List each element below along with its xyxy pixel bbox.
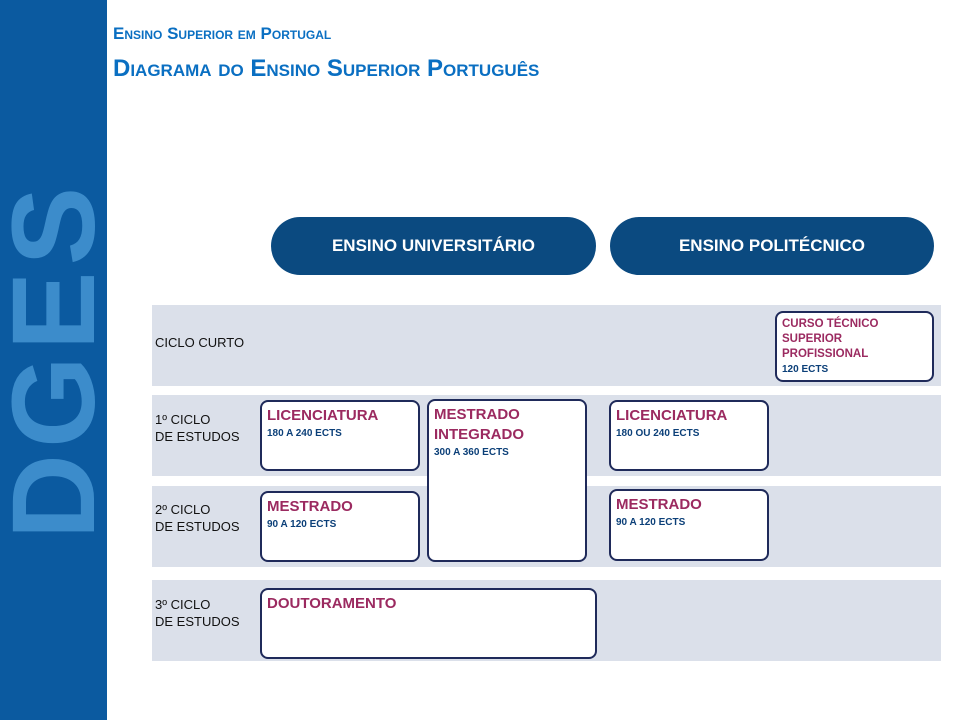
polytechnic-header: ENSINO POLITÉCNICO — [610, 217, 934, 275]
row-label-short: CICLO CURTO — [155, 335, 245, 350]
slide-subtitle: Ensino Superior em Portugal — [113, 24, 332, 43]
slide-title: Diagrama do Ensino Superior Português — [113, 55, 540, 82]
box-doutoramento: DOUTORAMENTO — [260, 588, 597, 659]
sidebar-band: DGES — [0, 0, 120, 720]
university-header: ENSINO UNIVERSITÁRIO — [271, 217, 596, 275]
dges-logo: DGES — [0, 180, 120, 540]
